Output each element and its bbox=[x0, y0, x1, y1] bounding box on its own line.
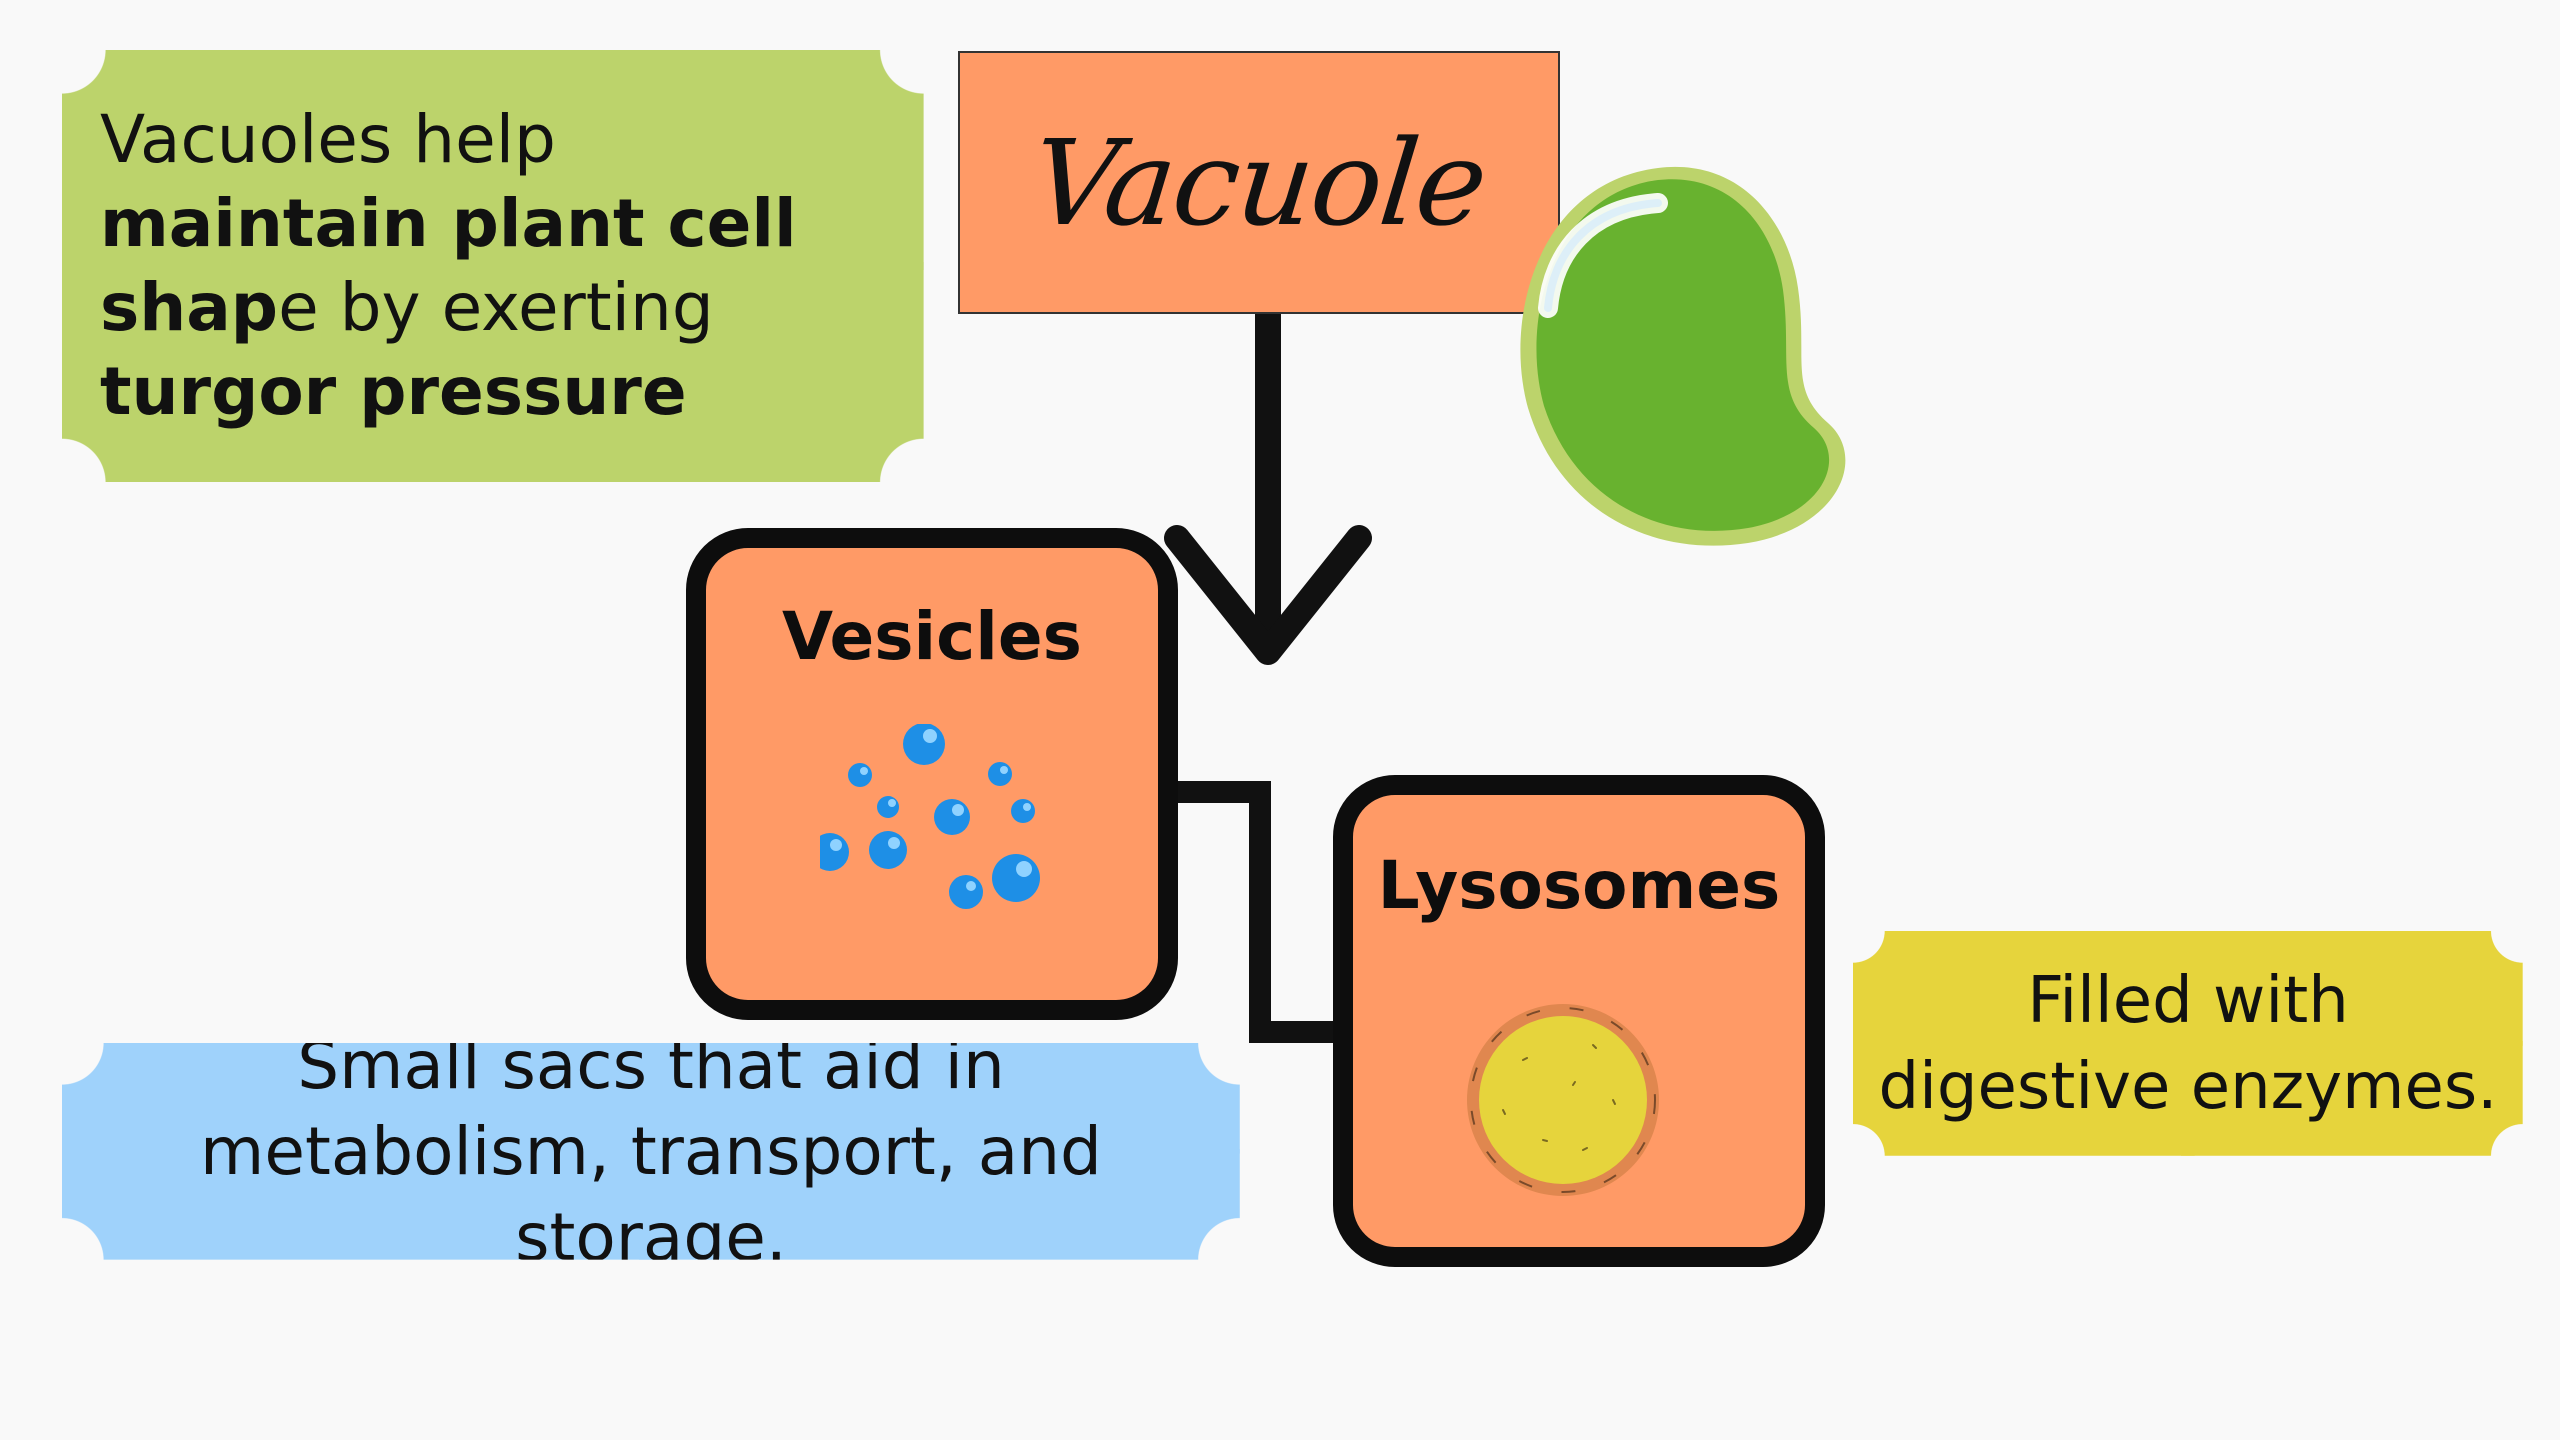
green-note-segment: Vacuoles help bbox=[100, 101, 556, 178]
green-note-segment: maintain plant cell shap bbox=[100, 185, 797, 346]
title-box: Vacuole bbox=[958, 51, 1560, 314]
green-note-segment: e by exerting bbox=[278, 269, 714, 346]
vesicles-description: Small sacs that aid in metabolism, trans… bbox=[200, 1026, 1102, 1276]
vacuole-icon bbox=[1520, 166, 1846, 546]
vesicles-box: Vesicles bbox=[686, 528, 1178, 1020]
lysosomes-description-note: Filled with digestive enzymes. bbox=[1853, 931, 2523, 1156]
elbow-connector bbox=[1168, 781, 1345, 1043]
vesicles-label: Vesicles bbox=[782, 598, 1082, 675]
green-note-text: Vacuoles help maintain plant cell shape … bbox=[100, 98, 884, 434]
green-note-segment: turgor pressure bbox=[100, 353, 687, 430]
vesicles-bubbles-icon bbox=[820, 724, 1040, 909]
lysosomes-description: Filled with digestive enzymes. bbox=[1878, 963, 2498, 1124]
title-vacuole: Vacuole bbox=[1026, 113, 1492, 252]
green-info-note: Vacuoles help maintain plant cell shape … bbox=[62, 50, 924, 482]
lysosome-icon bbox=[1467, 1004, 1659, 1196]
vesicles-description-note: Small sacs that aid in metabolism, trans… bbox=[62, 1027, 1240, 1276]
lysosomes-label: Lysosomes bbox=[1377, 847, 1781, 924]
arrow-head bbox=[1164, 525, 1372, 665]
lysosomes-box: Lysosomes bbox=[1333, 775, 1825, 1267]
